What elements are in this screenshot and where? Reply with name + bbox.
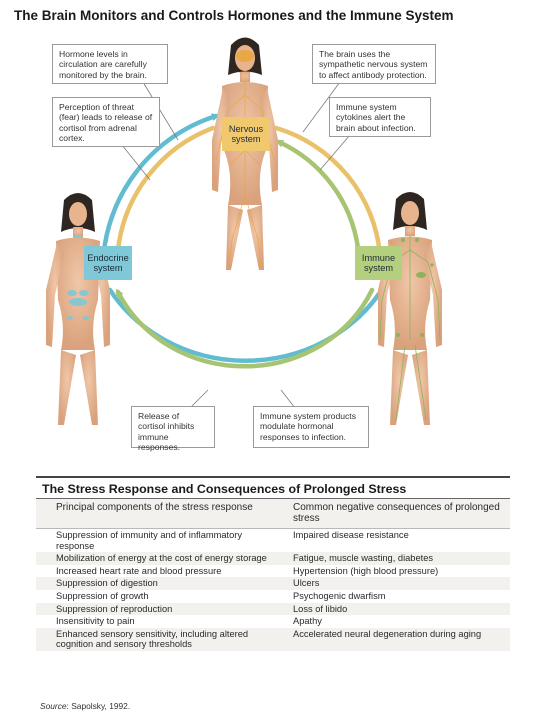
figure-nervous [212, 37, 278, 270]
stress-component-cell: Suppression of immunity and of inflammat… [56, 530, 243, 551]
brain-hormone-immune-diagram [46, 37, 442, 425]
stress-component-cell: Suppression of reproduction [56, 603, 173, 614]
nervous-system-label: Nervous system [228, 123, 264, 145]
table-row: Suppression of immunity and of inflammat… [36, 529, 510, 553]
arrow-nervous-to-endocrine [114, 125, 216, 254]
callout-cytokines: Immune system cytokines alert the brain … [329, 97, 431, 137]
stress-component-cell: Insensitivity to pain [56, 616, 135, 627]
immune-system-box: Immune system [355, 246, 402, 280]
callout-immune-products: Immune system products modulate hormonal… [253, 406, 369, 448]
table-row: Suppression of reproduction Loss of libid… [36, 602, 510, 616]
callout-sympathetic: The brain uses the sympathetic nervous s… [312, 44, 436, 84]
arrow-endocrine-to-immune [107, 279, 389, 363]
stress-response-table: Principal components of the stress respo… [36, 499, 510, 651]
stress-response-table-section: The Stress Response and Consequences of … [36, 476, 510, 651]
figure-endocrine [46, 193, 110, 425]
col-header-consequences: Common negative consequences of prolonge… [273, 499, 510, 529]
stress-component-cell: Mobilization of energy at the cost of en… [56, 553, 267, 564]
arrow-nervous-to-immune [273, 125, 384, 259]
source-note: Source: Sapolsky, 1992. [40, 701, 130, 711]
figure-immune [378, 192, 442, 425]
endocrine-system-box: Endocrine system [84, 246, 132, 280]
consequence-cell: Apathy [293, 616, 322, 627]
table-row: Enhanced sensory sensitivity, including … [36, 627, 510, 651]
stress-component-cell: Suppression of digestion [56, 578, 158, 589]
arrow-endocrine-to-nervous [100, 113, 220, 265]
consequence-cell: Impaired disease resistance [293, 530, 409, 540]
table-row: Suppression of digestion Ulcers [36, 577, 510, 590]
consequence-cell: Accelerated neural degeneration during a… [293, 628, 482, 639]
endocrine-system-label: Endocrine system [87, 252, 129, 274]
table-row: Mobilization of energy at the cost of en… [36, 552, 510, 565]
arrow-immune-to-endocrine [115, 287, 375, 369]
source-label: Source [40, 701, 67, 711]
consequence-cell: Hypertension (high blood pressure) [293, 565, 439, 576]
consequence-cell: Psychogenic dwarfism [293, 590, 386, 601]
consequence-cell: Loss of libido [293, 603, 348, 614]
stress-component-cell: Suppression of growth [56, 590, 149, 601]
consequence-cell: Fatigue, muscle wasting, diabetes [293, 553, 434, 564]
source-text: : Sapolsky, 1992. [66, 701, 131, 711]
table-title: The Stress Response and Consequences of … [36, 476, 510, 499]
col-header-components: Principal components of the stress respo… [36, 499, 273, 529]
page-title: The Brain Monitors and Controls Hormones… [14, 8, 454, 23]
table-row: Increased heart rate and blood pressure H… [36, 565, 510, 578]
table-row: Suppression of growth Psychogenic dwarfis… [36, 590, 510, 603]
arrow-immune-to-nervous [275, 139, 361, 251]
stress-component-cell: Increased heart rate and blood pressure [56, 565, 222, 576]
callout-perception-threat: Perception of threat (fear) leads to rel… [52, 97, 160, 147]
callout-hormone-levels: Hormone levels in circulation are carefu… [52, 44, 168, 84]
stress-component-cell: Enhanced sensory sensitivity, including … [56, 628, 249, 650]
consequence-cell: Ulcers [293, 578, 320, 589]
immune-system-label: Immune system [361, 252, 396, 274]
cycle-arrows [100, 113, 389, 369]
callout-cortisol-inhibits: Release of cortisol inhibits immune resp… [131, 406, 215, 452]
nervous-system-box: Nervous system [222, 117, 270, 151]
table-row: Insensitivity to pain Apathy [36, 615, 510, 628]
